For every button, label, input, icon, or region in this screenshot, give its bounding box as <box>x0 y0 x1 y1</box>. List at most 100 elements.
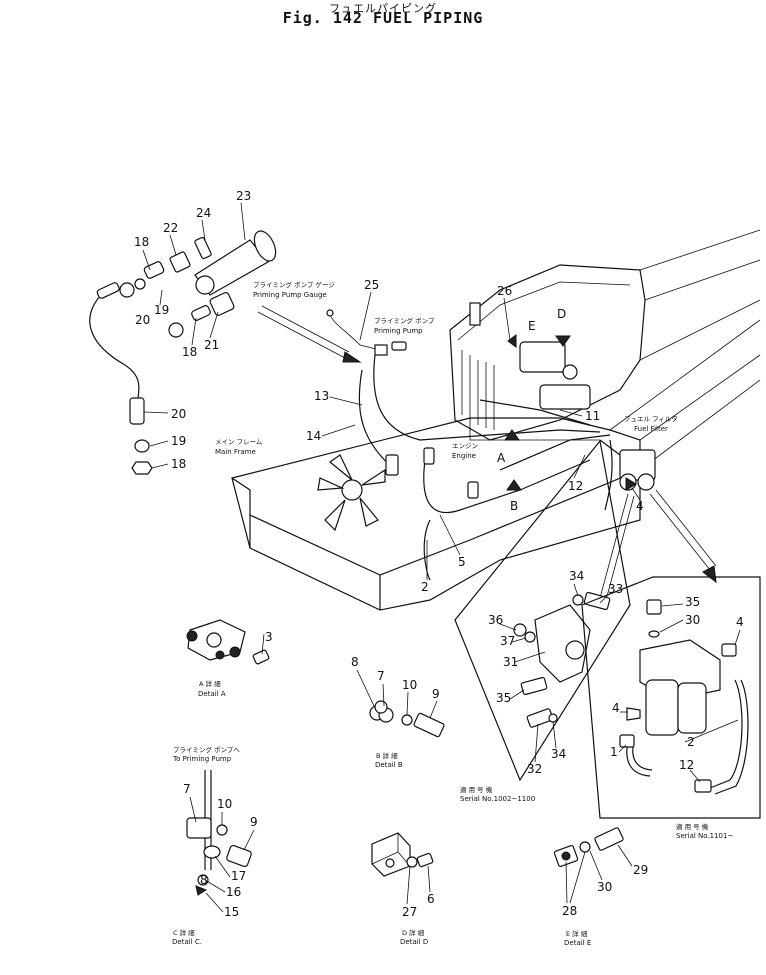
part-number: 20 <box>135 313 150 327</box>
part-number: 29 <box>633 863 648 877</box>
part-number: 32 <box>527 762 542 776</box>
part-number: 7 <box>377 669 385 683</box>
part-number: 31 <box>503 655 518 669</box>
part-number: 3 <box>265 630 273 644</box>
part-number: 22 <box>163 221 178 235</box>
part-number: 12 <box>679 758 694 772</box>
serial-1002-1100-inset <box>454 439 631 782</box>
detail-c-drawing <box>186 770 252 896</box>
part-number: 5 <box>458 555 466 569</box>
priming-gauge-caption: Priming Pump Gauge <box>253 291 327 299</box>
part-number: 10 <box>402 678 417 692</box>
part-number: 36 <box>488 613 503 627</box>
part-number: 28 <box>562 904 577 918</box>
to-priming-caption: To Priming Pump <box>172 755 232 763</box>
priming-pump-caption: Priming Pump <box>374 327 423 335</box>
part-number: 8 <box>200 873 208 887</box>
detail-b-caption-jp: B 詳 細 <box>376 751 398 760</box>
part-number: 35 <box>496 691 511 705</box>
detail-d-caption-jp: D 詳 細 <box>402 928 425 937</box>
detail-d-caption: Detail D <box>400 938 428 946</box>
part-number: 4 <box>612 701 620 715</box>
detail-b-drawing <box>369 700 445 738</box>
part-number: 30 <box>597 880 612 894</box>
main-frame-caption-jp: メイン フレーム <box>215 438 263 446</box>
figure-title: Fig. 142 FUEL PIPING <box>282 9 484 27</box>
part-number: 2 <box>687 735 695 749</box>
part-number: 12 <box>568 479 583 493</box>
callout-a: A <box>497 451 506 465</box>
part-number: 19 <box>154 303 169 317</box>
caption-labels: プライミング ポンプ ゲージ Priming Pump Gauge プライミング… <box>172 280 733 947</box>
part-number: 30 <box>685 613 700 627</box>
part-number: 6 <box>427 892 435 906</box>
detail-c-caption-jp: C 詳 細 <box>173 928 195 937</box>
main-frame-drawing <box>231 319 761 611</box>
part-number: 34 <box>569 569 584 583</box>
part-number: 24 <box>196 206 211 220</box>
fuel-filter-caption-jp: フュエル フィルタ <box>624 414 678 423</box>
part-number: 37 <box>500 634 515 648</box>
part-number: 15 <box>224 905 239 919</box>
priming-pump-assembly <box>89 230 407 475</box>
part-number: 19 <box>171 434 186 448</box>
part-number: 34 <box>551 747 566 761</box>
part-number: 13 <box>314 389 329 403</box>
detail-a-caption-jp: A 詳 細 <box>199 679 221 688</box>
part-number: 18 <box>182 345 197 359</box>
detail-d-drawing <box>371 832 434 877</box>
part-number: 18 <box>134 235 149 249</box>
priming-gauge-caption-jp: プライミング ポンプ ゲージ <box>253 280 335 289</box>
callout-d: D <box>557 307 566 321</box>
detail-c-caption: Detail C. <box>172 938 202 946</box>
part-number: 9 <box>250 815 258 829</box>
main-frame-caption: Main Frame <box>215 448 256 456</box>
detail-a-drawing <box>186 619 270 665</box>
part-number: 2 <box>421 580 429 594</box>
part-number: 14 <box>306 429 321 443</box>
serial-1-caption-jp: 適 用 号 機 <box>460 785 493 794</box>
part-number: 11 <box>585 409 600 423</box>
callout-b: B <box>510 499 518 513</box>
part-number: 21 <box>204 338 219 352</box>
part-number: 27 <box>402 905 417 919</box>
part-number: 4 <box>636 499 644 513</box>
callout-e: E <box>528 319 536 333</box>
detail-a-caption: Detail A <box>198 690 226 698</box>
detail-e-caption-jp: E 詳 細 <box>566 929 588 938</box>
part-number: 4 <box>736 615 744 629</box>
fuel-filter-drawing <box>619 449 656 491</box>
part-number: 8 <box>351 655 359 669</box>
part-number: 26 <box>497 284 512 298</box>
fuel-pipes <box>358 354 640 581</box>
part-number: 23 <box>236 189 251 203</box>
part-number: 7 <box>183 782 191 796</box>
part-number-labels: 23 24 22 18 19 20 18 21 20 19 18 25 13 1… <box>134 189 744 919</box>
part-number: 1 <box>610 745 618 759</box>
fuel-filter-caption: Fuel Filter <box>634 425 668 433</box>
engine-drawing <box>449 229 761 441</box>
serial-1101-inset <box>581 576 761 819</box>
part-number: 10 <box>217 797 232 811</box>
part-number: 25 <box>364 278 379 292</box>
figure-title-japanese: フュエルパイピング <box>329 2 437 15</box>
part-number: 20 <box>171 407 186 421</box>
serial-1-caption: Serial No.1002~1100 <box>460 795 535 803</box>
serial-2-caption-jp: 適 用 号 機 <box>676 822 709 831</box>
cooling-fan-drawing <box>317 454 386 532</box>
to-priming-caption-jp: プライミング ポンプへ <box>173 745 240 754</box>
detail-callouts: A B D E <box>497 307 566 513</box>
part-number: 33 <box>608 582 623 596</box>
priming-pump-caption-jp: プライミング ポンプ <box>374 316 435 325</box>
part-number: 16 <box>226 885 241 899</box>
pointer-arrows <box>257 305 717 601</box>
part-number: 18 <box>171 457 186 471</box>
engine-caption: Engine <box>452 452 476 460</box>
serial-2-caption: Serial No.1101~ <box>676 832 733 840</box>
leader-lines <box>142 202 741 913</box>
part-number: 35 <box>685 595 700 609</box>
detail-e-caption: Detail E <box>564 939 591 947</box>
detail-e-drawing <box>553 827 624 867</box>
detail-b-caption: Detail B <box>375 761 403 769</box>
